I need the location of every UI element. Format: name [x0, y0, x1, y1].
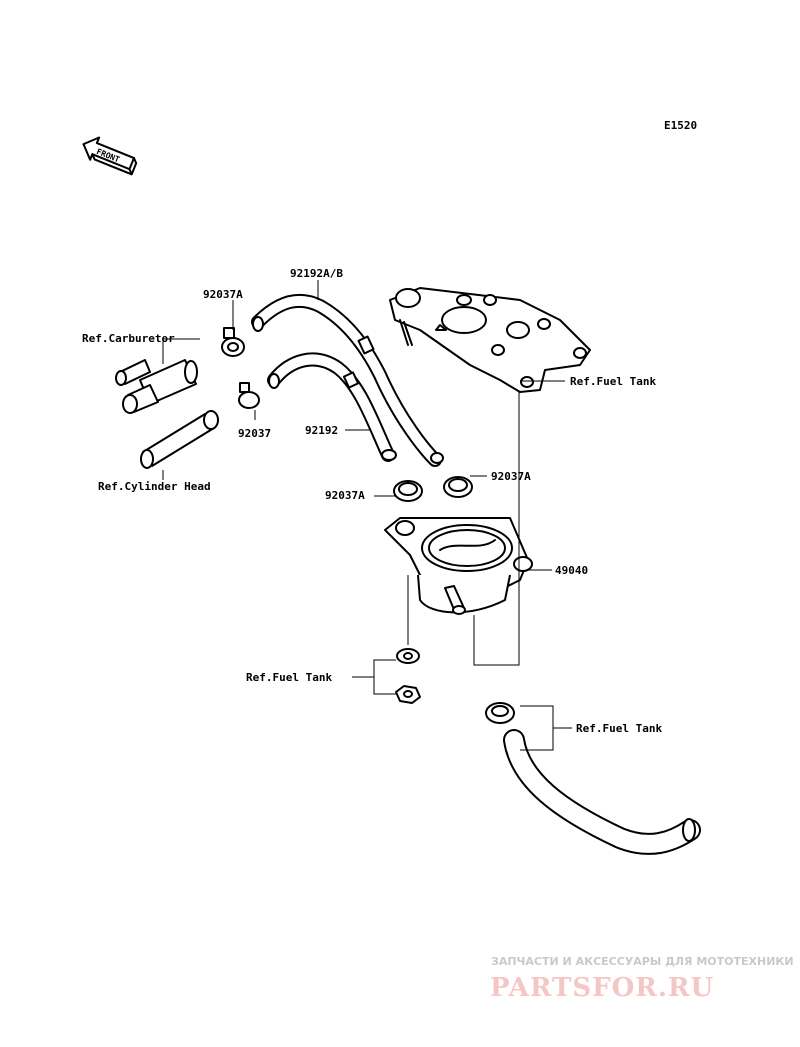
label-ref-fuel-tank-bottom: Ref.Fuel Tank: [576, 722, 662, 735]
label-49040: 49040: [555, 564, 588, 577]
watermark-tagline: ЗАПЧАСТИ И АКСЕССУАРЫ ДЛЯ МОТОТЕХНИКИ: [491, 955, 794, 968]
clamp-92037a-left: [393, 480, 423, 502]
hose-clip-upper: [357, 335, 375, 355]
label-92192: 92192: [305, 424, 338, 437]
label-ref-cylinder-head: Ref.Cylinder Head: [98, 480, 211, 493]
label-92037: 92037: [238, 427, 271, 440]
cylinder-head-fitting: [140, 410, 219, 469]
front-arrow-icon: FRONT: [82, 136, 138, 176]
label-ref-carburetor: Ref.Carburetor: [82, 332, 175, 345]
washer-hole: [403, 652, 413, 660]
nut: [395, 685, 421, 704]
diagram-code: E1520: [664, 119, 697, 132]
clamp-92037a-right: [443, 476, 473, 498]
fuel-tank-bracket: [389, 287, 591, 393]
label-92192ab: 92192A/B: [290, 267, 343, 280]
leader-lines: [162, 280, 572, 751]
label-ref-fuel-tank-top: Ref.Fuel Tank: [570, 375, 656, 388]
fuel-hose-bottom: [503, 729, 701, 855]
hose-clip-lower: [342, 371, 360, 389]
label-92037a-top: 92037A: [203, 288, 243, 301]
label-ref-fuel-tank-mid: Ref.Fuel Tank: [246, 671, 332, 684]
watermark-brand: PARTSFOR.RU: [490, 973, 714, 1003]
hose-92192: [267, 352, 397, 462]
label-92037a-right: 92037A: [491, 470, 531, 483]
clamp-92037a-top: [221, 327, 245, 357]
clamp-bottom: [485, 702, 515, 724]
label-92037a-left: 92037A: [325, 489, 365, 502]
clamp-92037: [238, 382, 260, 409]
fuel-valve-49040: [384, 517, 533, 615]
carburetor-fitting: [115, 359, 198, 414]
